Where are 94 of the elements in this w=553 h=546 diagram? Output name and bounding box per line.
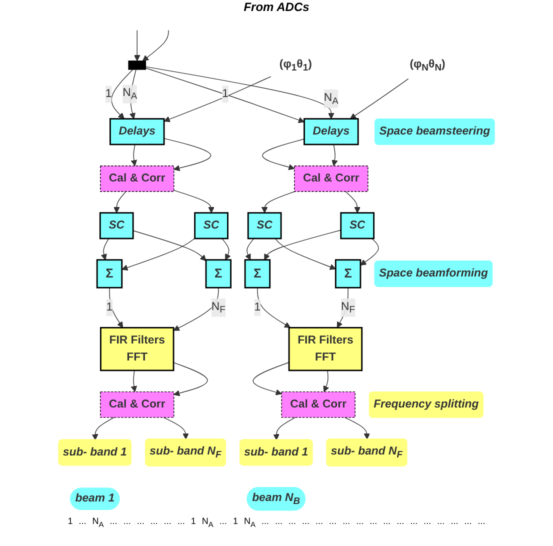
arrow [109,287,124,328]
note-text: 1 [190,516,196,526]
arrow [134,30,140,62]
node-box: Delays [109,118,165,146]
note-text: ... [437,516,445,526]
arrow [222,238,231,260]
arrow [173,362,208,396]
arrow [164,76,272,122]
arrow [360,238,379,266]
note-text: ... [356,516,364,526]
edge-label: N$_{A}$ [324,92,338,106]
note-text: ... [342,516,350,526]
node-text: (φ$_{N}$θ$_{N}$) [410,58,446,72]
arrow [274,238,336,270]
arrow [145,68,305,124]
note-text: ... [288,516,296,526]
arrow [273,417,296,440]
arrow [130,144,138,166]
note-text: ... [164,516,172,526]
note-text: ... [410,516,418,526]
note-text: ... [136,516,144,526]
arrow [111,69,134,120]
node-box: Σ [96,259,123,288]
node-box: Cal & Corr [281,391,356,418]
note-text: N$_{A}$ [244,516,256,526]
note-text: ... [123,516,131,526]
note-text: ... [396,516,404,526]
arrow [129,69,136,120]
edge-label: N$_{F}$ [211,300,226,315]
note-text: 1 [232,516,238,526]
arrow [122,238,196,271]
node-box: Delays [304,118,359,146]
arrow [164,138,212,172]
edge-label: 1 [106,301,113,314]
arrow [130,370,138,392]
node-bar [128,60,146,70]
arrow [252,362,290,396]
note-text: ... [464,516,472,526]
edge-label: N$_{F}$ [341,300,356,315]
node-box: Cal & Corr [100,166,174,192]
arrow [344,417,370,440]
note-text: ... [261,516,269,526]
node-box: SC [340,212,375,240]
note-text: ... [110,516,118,526]
node-box: Σ [244,259,271,288]
arrow [174,190,214,214]
arrow [113,191,126,214]
arrow [145,66,334,120]
node-box: SC [247,212,282,240]
note-text: N$_{A}$ [202,516,214,526]
note-text: ... [302,516,310,526]
note-text: ... [274,516,282,526]
arrow [261,191,296,214]
note-text: ... [370,516,378,526]
arrow [173,287,219,331]
arrow [100,238,110,260]
node-box: Σ [205,259,232,288]
arrow [257,287,291,328]
note-text: ... [424,516,432,526]
node-box: SC [99,212,134,240]
edge-label: 1 [105,88,112,100]
node-box: Cal & Corr [294,166,368,192]
arrow [332,144,338,166]
note-text: ... [450,516,458,526]
node-box: Σ [334,259,362,288]
arrow [245,238,254,260]
note-text: ... [219,516,227,526]
arrow [262,138,305,170]
node-text: (φ$_{1}$θ$_{1}$) [279,58,312,72]
arrow [142,30,169,62]
arrow [264,230,342,260]
note-text: ... [150,516,158,526]
note-text: ... [177,516,185,526]
arrow [350,78,409,120]
arrow [132,230,206,262]
edge-label: N$_{A}$ [122,86,138,102]
node-box: Cal & Corr [100,391,174,418]
node-box: SC [194,212,228,240]
note-text: ... [383,516,391,526]
arrow [323,370,330,392]
note-text: ... [78,516,86,526]
edge-label: 1 [254,301,261,314]
note-text: ... [316,516,324,526]
edge-label: 1 [222,88,228,100]
heading-text: From ADCs [244,0,310,14]
arrow [163,417,189,440]
node-box: FIR Filters FFT [288,326,363,372]
note-text: 1 [68,516,73,526]
node-box: FIR Filters FFT [100,326,174,372]
arrow [92,417,114,440]
note-text: N$_{A}$ [92,516,104,526]
arrow [345,191,360,214]
note-text: ... [329,516,337,526]
note-text: ... [478,516,486,526]
